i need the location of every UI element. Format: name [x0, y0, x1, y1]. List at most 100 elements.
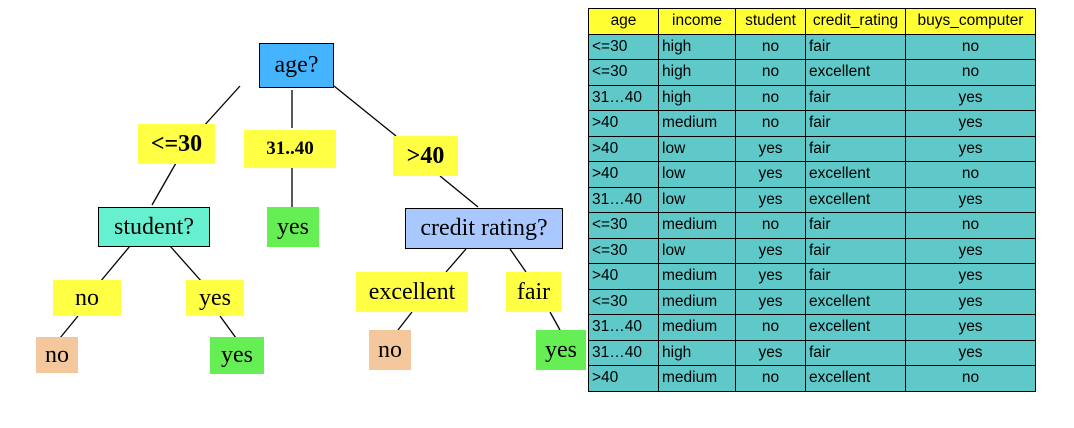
cell-age: >40	[588, 135, 659, 162]
node-age-label: age?	[274, 52, 319, 78]
cell-income: low	[658, 237, 736, 264]
cell-buys-computer: yes	[905, 339, 1036, 366]
cell-buys-computer: no	[905, 33, 1036, 60]
cell-student: no	[735, 59, 806, 86]
leaf-credit-excellent-label: no	[378, 336, 402, 363]
branch-age-le30-label: <=30	[150, 130, 203, 157]
branch-student-yes-label: yes	[199, 284, 231, 311]
branch-age-gt40: >40	[393, 136, 458, 176]
cell-income: medium	[658, 314, 736, 341]
branch-credit-excellent-label: excellent	[368, 278, 456, 305]
cell-buys-computer: yes	[905, 237, 1036, 264]
cell-age: <=30	[588, 33, 659, 60]
edge-root-le30	[201, 85, 241, 129]
leaf-student-yes-label: yes	[221, 342, 253, 368]
cell-income: high	[658, 59, 736, 86]
edge-root-gt40	[333, 85, 397, 137]
branch-credit-fair: fair	[506, 272, 561, 312]
cell-buys-computer: no	[905, 365, 1036, 392]
branch-student-no-label: no	[75, 284, 99, 311]
edge-studentno-leaf	[59, 315, 79, 339]
leaf-student-yes: yes	[210, 337, 264, 374]
cell-student: no	[735, 33, 806, 60]
cell-student: no	[735, 110, 806, 137]
leaf-credit-fair: yes	[536, 330, 586, 370]
cell-student: no	[735, 365, 806, 392]
edge-studentyes-leaf	[219, 315, 237, 339]
cell-income: low	[658, 135, 736, 162]
edge-gt40-credit	[439, 175, 479, 208]
edge-credit-excellent	[445, 248, 467, 273]
cell-income: medium	[658, 263, 736, 290]
cell-age: >40	[588, 161, 659, 188]
cell-buys-computer: yes	[905, 314, 1036, 341]
cell-age: >40	[588, 365, 659, 392]
leaf-student-no-label: no	[45, 341, 69, 368]
node-credit-rating-label: credit rating?	[420, 215, 548, 241]
leaf-student-no: no	[36, 337, 78, 373]
cell-buys-computer: no	[905, 161, 1036, 188]
cell-credit-rating: fair	[805, 110, 906, 137]
cell-credit-rating: fair	[805, 339, 906, 366]
header-buys-computer: buys_computer	[905, 8, 1036, 35]
cell-buys-computer: yes	[905, 135, 1036, 162]
cell-student: yes	[735, 263, 806, 290]
cell-credit-rating: excellent	[805, 288, 906, 315]
branch-age-gt40-label: >40	[406, 142, 445, 169]
cell-age: >40	[588, 263, 659, 290]
cell-credit-rating: fair	[805, 33, 906, 60]
cell-student: yes	[735, 339, 806, 366]
node-age: age?	[259, 43, 334, 88]
cell-income: high	[658, 33, 736, 60]
cell-buys-computer: no	[905, 59, 1036, 86]
cell-credit-rating: fair	[805, 135, 906, 162]
cell-credit-rating: fair	[805, 212, 906, 239]
cell-credit-rating: excellent	[805, 365, 906, 392]
cell-age: >40	[588, 110, 659, 137]
cell-income: low	[658, 186, 736, 213]
branch-age-31-40-label: 31..40	[266, 138, 314, 159]
cell-buys-computer: yes	[905, 186, 1036, 213]
header-age: age	[588, 8, 659, 35]
cell-buys-computer: yes	[905, 288, 1036, 315]
leaf-age-31-40-label: yes	[277, 213, 309, 240]
cell-buys-computer: yes	[905, 84, 1036, 111]
branch-age-le30: <=30	[138, 124, 215, 164]
edge-excellent-leaf	[397, 311, 413, 331]
cell-income: high	[658, 84, 736, 111]
node-student-label: student?	[114, 213, 194, 240]
cell-age: <=30	[588, 212, 659, 239]
cell-student: yes	[735, 135, 806, 162]
cell-age: 31…40	[588, 339, 659, 366]
cell-student: no	[735, 314, 806, 341]
cell-credit-rating: excellent	[805, 186, 906, 213]
edge-student-yes	[169, 245, 203, 283]
cell-age: 31…40	[588, 314, 659, 341]
cell-buys-computer: yes	[905, 110, 1036, 137]
cell-student: no	[735, 212, 806, 239]
cell-age: <=30	[588, 237, 659, 264]
cell-credit-rating: fair	[805, 237, 906, 264]
cell-student: no	[735, 84, 806, 111]
node-credit-rating: credit rating?	[405, 208, 563, 249]
branch-credit-excellent: excellent	[356, 272, 468, 312]
cell-age: <=30	[588, 59, 659, 86]
header-student: student	[735, 8, 806, 35]
leaf-credit-excellent: no	[369, 330, 411, 370]
edge-student-no	[99, 245, 131, 283]
cell-age: 31…40	[588, 186, 659, 213]
cell-buys-computer: yes	[905, 263, 1036, 290]
cell-age: <=30	[588, 288, 659, 315]
branch-age-31-40: 31..40	[244, 130, 336, 168]
cell-credit-rating: fair	[805, 84, 906, 111]
